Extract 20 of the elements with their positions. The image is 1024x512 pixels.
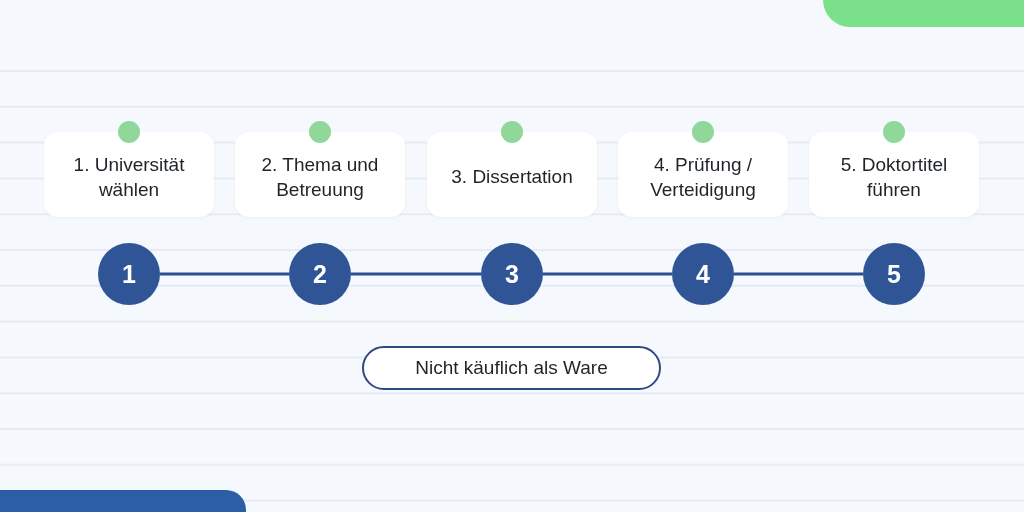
numbered-circle: 3: [481, 243, 543, 305]
connector-line: [734, 272, 863, 276]
step-card: [809, 132, 979, 217]
numbered-circle: 5: [863, 243, 925, 305]
numbered-circle: 1: [98, 243, 160, 305]
step-label: 5. Doktortitel führen: [839, 152, 949, 202]
step-card: [44, 132, 214, 217]
connector-line: [543, 272, 672, 276]
outlined-note: Nicht käuflich als Ware: [362, 346, 661, 390]
step-label: 1. Universität wählen: [72, 152, 186, 202]
connector-line: [351, 272, 481, 276]
step-card: [235, 132, 405, 217]
step-card: [427, 132, 597, 217]
numbered-circle: 4: [672, 243, 734, 305]
numbered-circle: 2: [289, 243, 351, 305]
connector-line: [160, 272, 289, 276]
step-label: 3. Dissertation: [451, 165, 573, 189]
step-card: [618, 132, 788, 217]
step-label: 4. Prüfung / Verteidigung: [649, 152, 757, 202]
step-label: 2. Thema und Betreuung: [260, 152, 380, 202]
